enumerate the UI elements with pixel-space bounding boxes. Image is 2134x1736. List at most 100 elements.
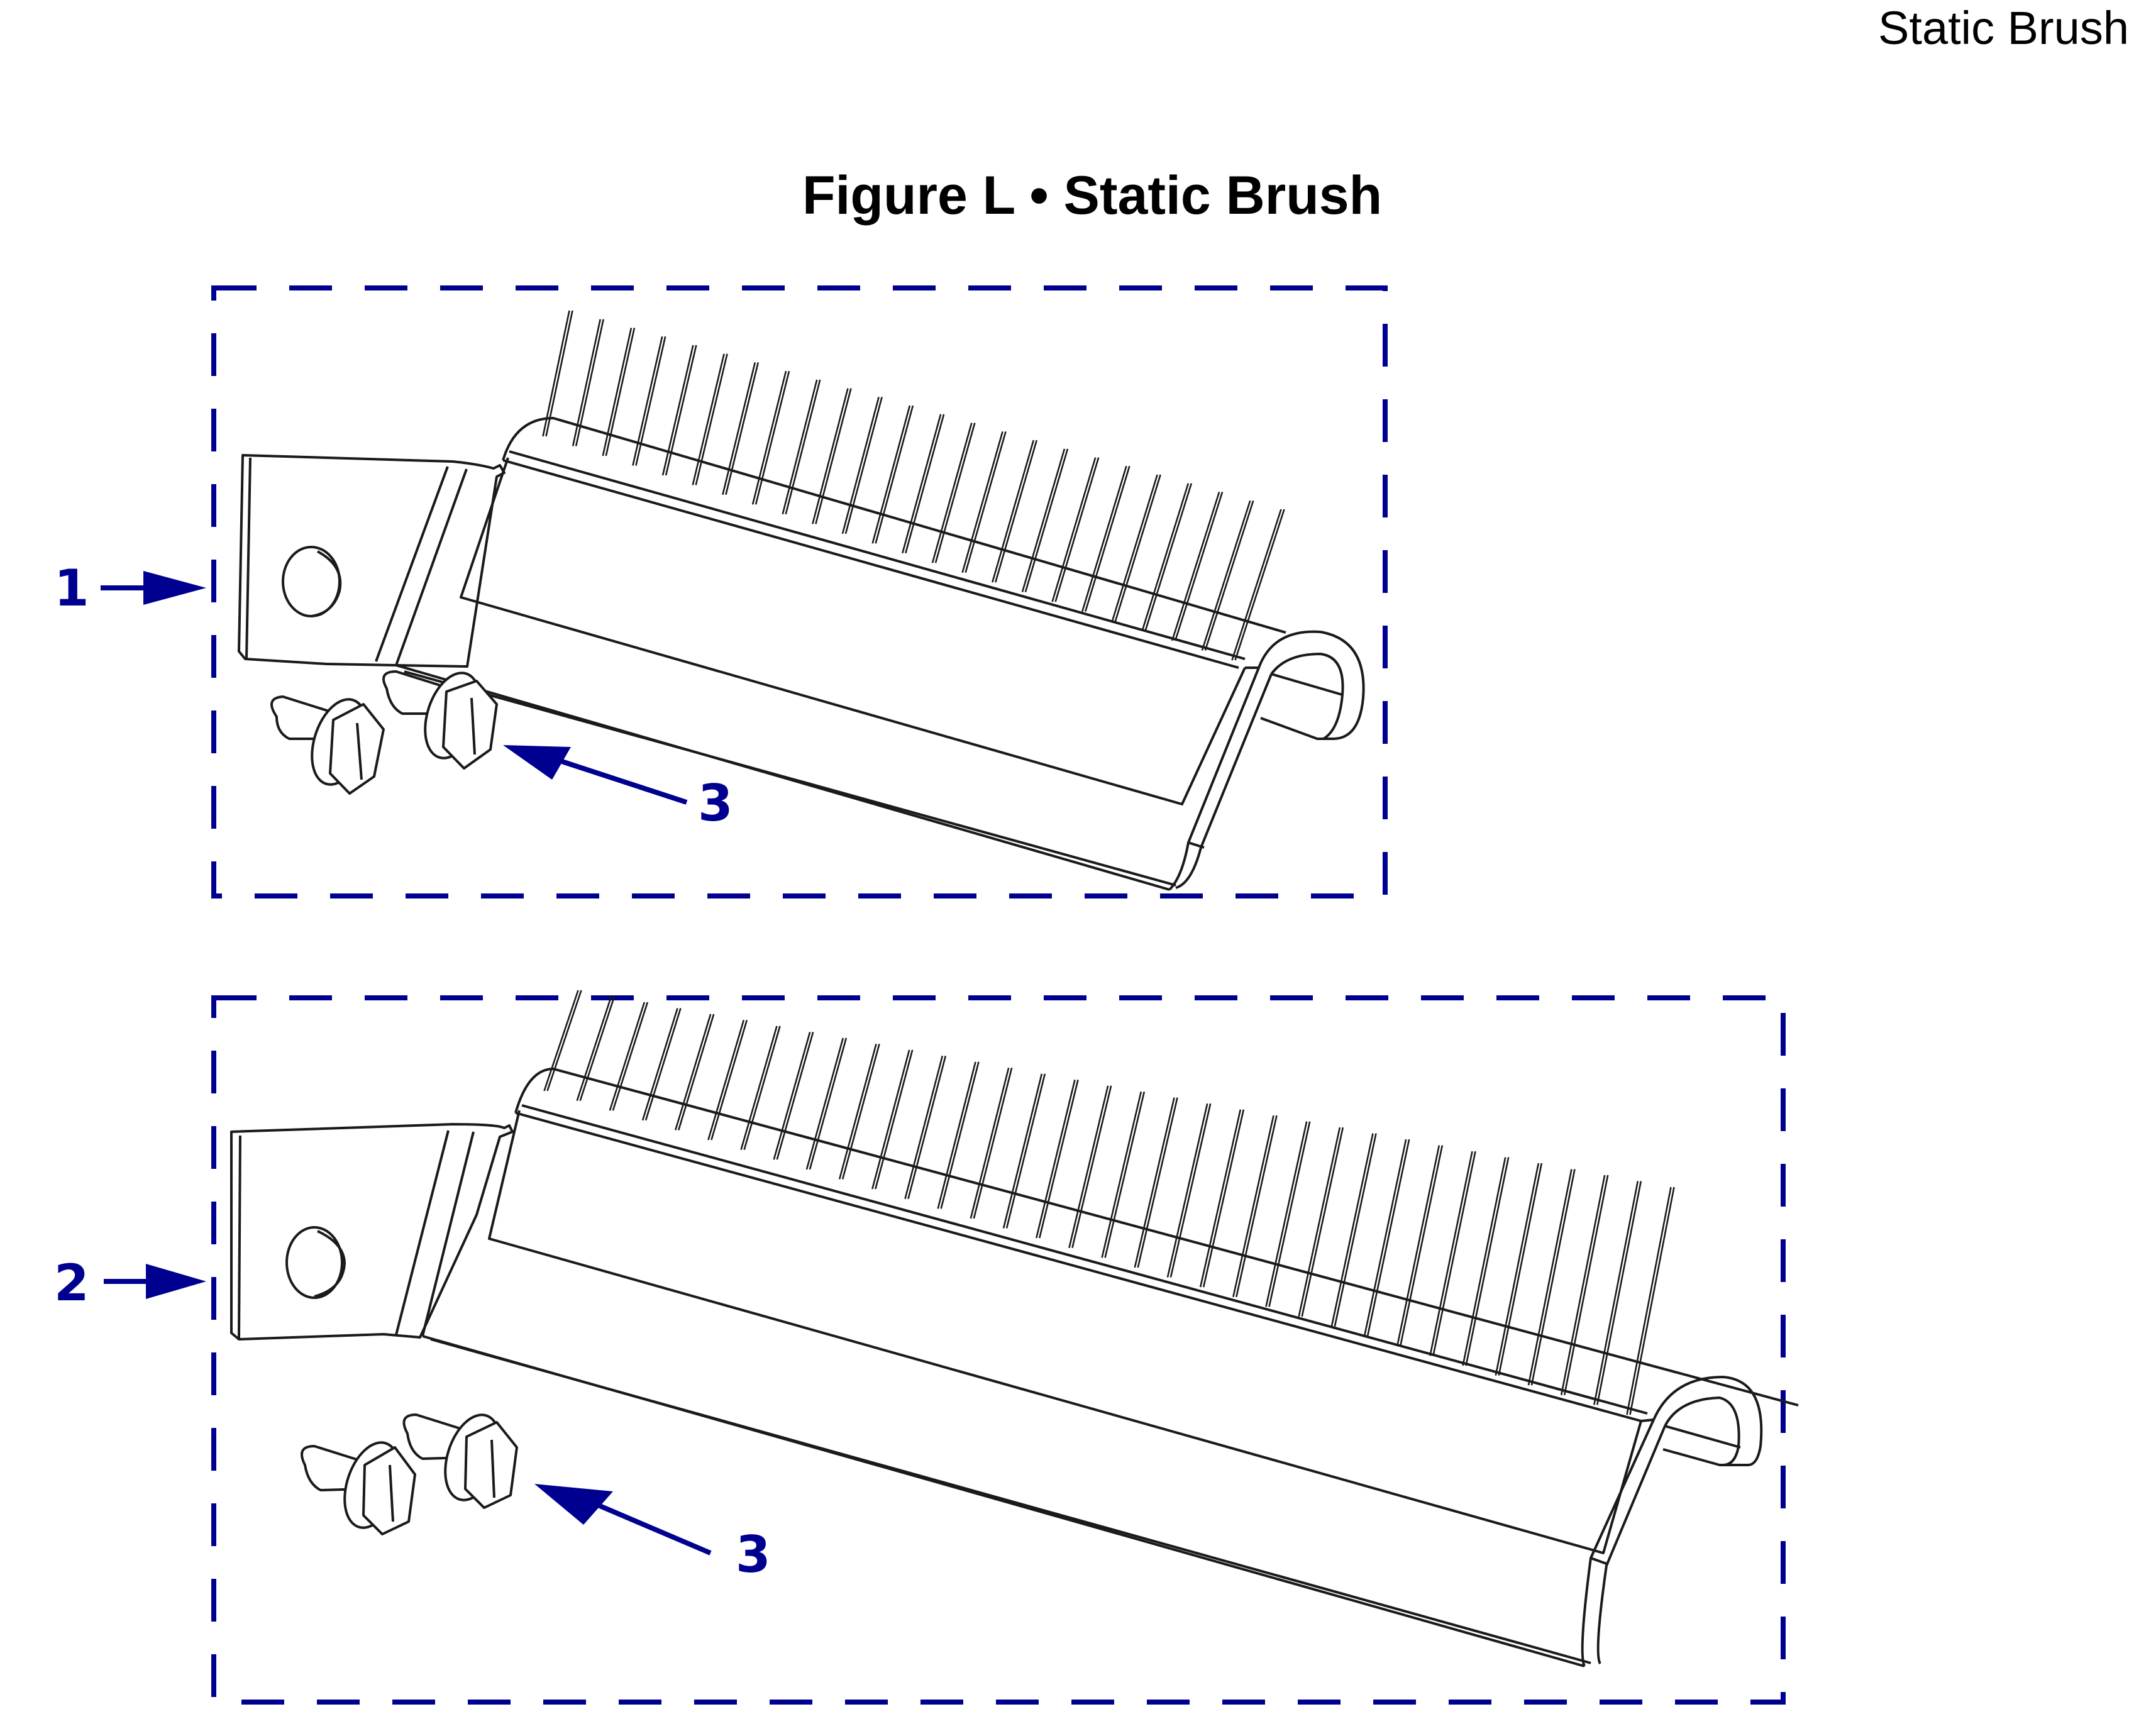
bristle (1465, 1157, 1510, 1366)
bristle (841, 397, 880, 534)
bristle (542, 310, 570, 437)
bristle (1104, 1091, 1146, 1258)
bristle (1498, 1163, 1543, 1376)
bristle (1101, 1091, 1142, 1258)
callout-3-bottom: 3 (534, 1484, 771, 1584)
bristle (722, 362, 756, 495)
bristle (965, 431, 1007, 573)
bristle (773, 1032, 811, 1160)
bristle (1301, 1127, 1344, 1317)
mounting-screw-1a (270, 695, 385, 795)
bristle (1236, 1115, 1278, 1298)
callout-1-label: 1 (54, 559, 89, 617)
static-brush-short (238, 417, 1365, 891)
bristle (992, 440, 1035, 583)
bristle (605, 328, 636, 456)
bristle (755, 370, 790, 505)
bristle (1081, 465, 1127, 612)
bristle (1596, 1181, 1642, 1405)
bristle (902, 414, 942, 554)
bristle (844, 397, 883, 534)
bristle (665, 345, 697, 476)
bristle (1171, 492, 1220, 641)
bristle (1114, 474, 1161, 622)
bristle (907, 1056, 947, 1199)
brush-label-plate (488, 1110, 1642, 1554)
bristle (612, 1002, 649, 1111)
bristle (776, 1032, 814, 1160)
static-brush-long (230, 1068, 1799, 1667)
bristle (725, 362, 760, 495)
bristle (871, 1049, 910, 1190)
bristle (576, 996, 612, 1102)
bristle-row-short (542, 310, 1285, 661)
bristle (609, 1002, 646, 1111)
bristle (815, 388, 852, 524)
bristle (1084, 465, 1131, 612)
bristle (1334, 1133, 1377, 1327)
callout-2-label: 2 (54, 1254, 89, 1312)
bristle (871, 405, 911, 544)
bristle (674, 1014, 712, 1131)
bristle (1054, 457, 1100, 602)
bristle (575, 319, 604, 446)
bristle (644, 1008, 682, 1121)
bristle (677, 1014, 715, 1131)
figure-1-dashed-frame (211, 285, 1388, 898)
bristle (934, 423, 976, 563)
bristle (1071, 1085, 1112, 1248)
bristle (1432, 1151, 1476, 1356)
bristle-row-long (543, 990, 1675, 1415)
mounting-screw-2a (301, 1441, 416, 1535)
bristle (572, 319, 601, 446)
bristle (1399, 1145, 1444, 1347)
bristle (1169, 1103, 1212, 1278)
bristle (1629, 1186, 1675, 1415)
mounting-tab (238, 454, 506, 668)
bristle (809, 1037, 848, 1170)
bristle (1232, 1115, 1274, 1298)
bristle (1068, 1085, 1109, 1248)
figure-2-dashed-frame (211, 995, 1786, 1705)
callout-3-top-arrowhead (503, 745, 571, 780)
bristle (579, 996, 616, 1102)
bristle (1265, 1121, 1308, 1307)
bristle (995, 440, 1038, 583)
bristle (937, 1061, 976, 1209)
bristle (1363, 1139, 1407, 1337)
bristle (1024, 448, 1069, 593)
figure-title: Figure L • Static Brush (802, 165, 1383, 226)
bristle (1111, 474, 1158, 622)
bristle (805, 1037, 844, 1170)
bristle (1593, 1181, 1639, 1405)
bristle (1330, 1133, 1374, 1327)
bristle (1035, 1079, 1076, 1239)
mounting-hole (285, 1226, 343, 1299)
retaining-hook (1245, 630, 1365, 740)
figure-1: 1 3 (54, 285, 1388, 898)
mounting-tab (230, 1123, 514, 1341)
brush-label-plate (460, 457, 1246, 805)
bristle (838, 1044, 877, 1180)
retaining-hook (1640, 1376, 1763, 1466)
bristle (661, 345, 694, 476)
bristle (1051, 457, 1097, 602)
bristle (961, 431, 1003, 573)
bristle (1560, 1175, 1606, 1396)
bristle (1495, 1163, 1540, 1376)
bristle (1021, 448, 1066, 593)
bristle (973, 1067, 1013, 1219)
bristle (1137, 1097, 1178, 1268)
bristle (641, 1008, 678, 1121)
bristle (1462, 1157, 1507, 1366)
bristle (875, 1049, 914, 1190)
bristle (1199, 1109, 1242, 1288)
bristle (1396, 1145, 1440, 1347)
bristle (782, 379, 818, 515)
figure-2: 2 3 (54, 990, 1799, 1705)
bristle (710, 1020, 748, 1141)
bristle (546, 990, 582, 1092)
callout-3-bottom-arrowhead (534, 1484, 613, 1525)
bristle (740, 1026, 778, 1150)
